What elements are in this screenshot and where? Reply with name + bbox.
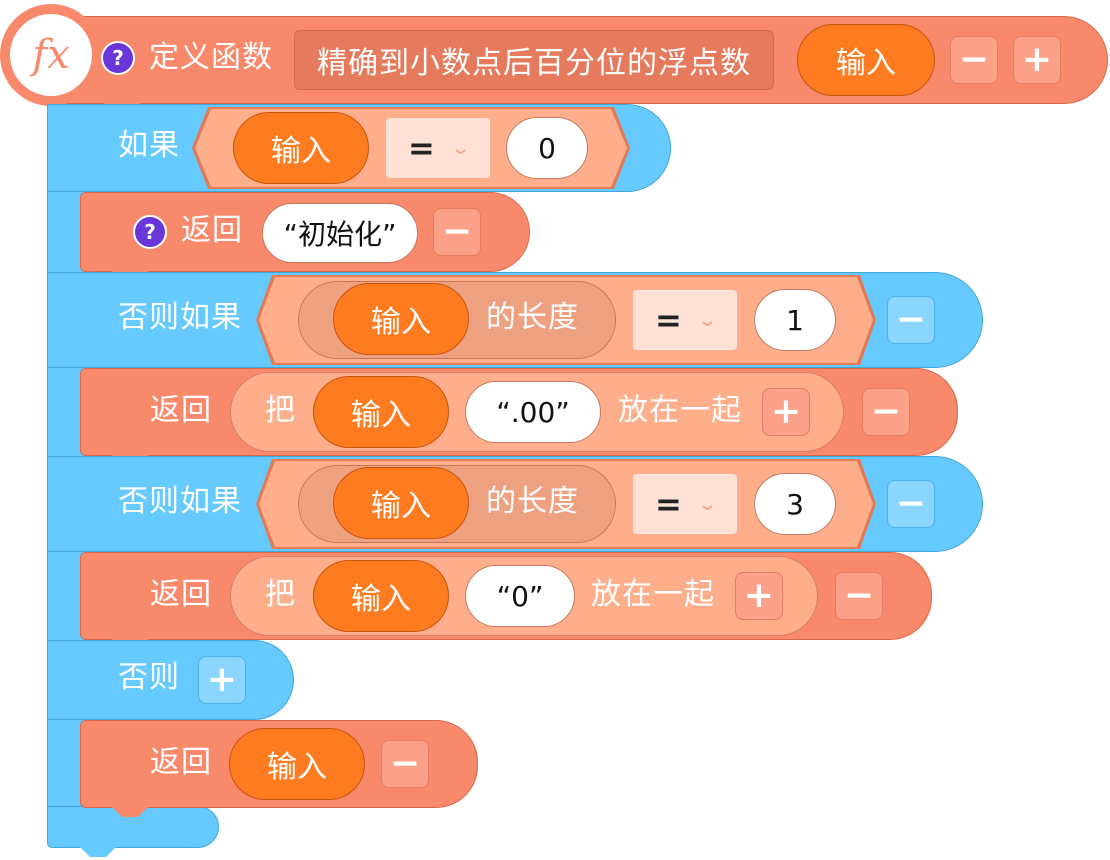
return-3-string[interactable]: “0” (465, 565, 575, 627)
else-plus-button[interactable]: + (198, 656, 246, 704)
else-if-1-minus-button[interactable]: − (887, 296, 935, 344)
else-if-2-label: 否则如果 (118, 484, 242, 519)
else-label: 否则 (118, 660, 180, 695)
if-value[interactable]: 0 (506, 117, 588, 179)
if-label: 如果 (118, 128, 180, 163)
else-if-1-operator-symbol: = (655, 301, 682, 339)
if-operator-dropdown[interactable]: = ⌄ (386, 118, 490, 178)
function-name-text: 精确到小数点后百分位的浮点数 (317, 46, 751, 81)
add-parameter-button[interactable]: + (1013, 36, 1061, 84)
function-name-field[interactable]: 精确到小数点后百分位的浮点数 (294, 30, 774, 90)
define-function-label: 定义函数 (149, 40, 273, 75)
parameter-variable[interactable]: 输入 (797, 24, 935, 96)
else-if-2-value[interactable]: 3 (754, 473, 836, 535)
if-operator-symbol: = (408, 129, 435, 167)
return-2-join-prefix: 把 (265, 393, 296, 428)
else-if-1-value[interactable]: 1 (754, 289, 836, 351)
return-1-string[interactable]: “初始化” (262, 203, 418, 263)
return-3-join-prefix: 把 (265, 577, 296, 612)
return-1-label: 返回 (181, 213, 243, 248)
bottom-notch (80, 847, 116, 857)
return-3-minus-button[interactable]: − (835, 572, 883, 620)
else-if-1-operator-dropdown[interactable]: = ⌄ (633, 290, 737, 350)
return-4-label: 返回 (150, 745, 212, 780)
if-variable[interactable]: 输入 (233, 112, 369, 184)
else-if-2-variable[interactable]: 输入 (333, 467, 469, 539)
return-3-plus-button[interactable]: + (735, 572, 783, 620)
return-4-notch (112, 807, 148, 817)
else-if-1-length-label: 的长度 (486, 300, 579, 335)
return-4-variable[interactable]: 输入 (229, 728, 365, 800)
else-if-2-operator-symbol: = (655, 485, 682, 523)
chevron-down-icon: ⌄ (449, 137, 471, 159)
else-if-2-minus-button[interactable]: − (887, 480, 935, 528)
return-2-minus-button[interactable]: − (862, 388, 910, 436)
fx-icon: fx (10, 14, 92, 96)
else-if-2-length-label: 的长度 (486, 484, 579, 519)
return-2-plus-button[interactable]: + (762, 388, 810, 436)
return-2-variable[interactable]: 输入 (313, 376, 449, 448)
return-1-minus-button[interactable]: − (433, 208, 481, 256)
return-2-label: 返回 (150, 393, 212, 428)
else-if-1-label: 否则如果 (118, 300, 242, 335)
return-2-string[interactable]: “.00” (465, 381, 601, 443)
else-block[interactable] (47, 640, 294, 720)
return-3-variable[interactable]: 输入 (313, 560, 449, 632)
else-if-2-operator-dropdown[interactable]: = ⌄ (633, 474, 737, 534)
remove-parameter-button[interactable]: − (950, 36, 998, 84)
return-help-icon[interactable]: ? (133, 215, 167, 249)
else-if-1-variable[interactable]: 输入 (333, 283, 469, 355)
return-3-label: 返回 (150, 577, 212, 612)
return-3-join-suffix: 放在一起 (591, 577, 715, 612)
return-2-join-suffix: 放在一起 (618, 393, 742, 428)
help-icon[interactable]: ? (101, 41, 135, 75)
return-4-minus-button[interactable]: − (381, 740, 429, 788)
fx-icon-label: fx (32, 32, 70, 78)
chevron-down-icon: ⌄ (696, 309, 718, 331)
chevron-down-icon: ⌄ (696, 493, 718, 515)
